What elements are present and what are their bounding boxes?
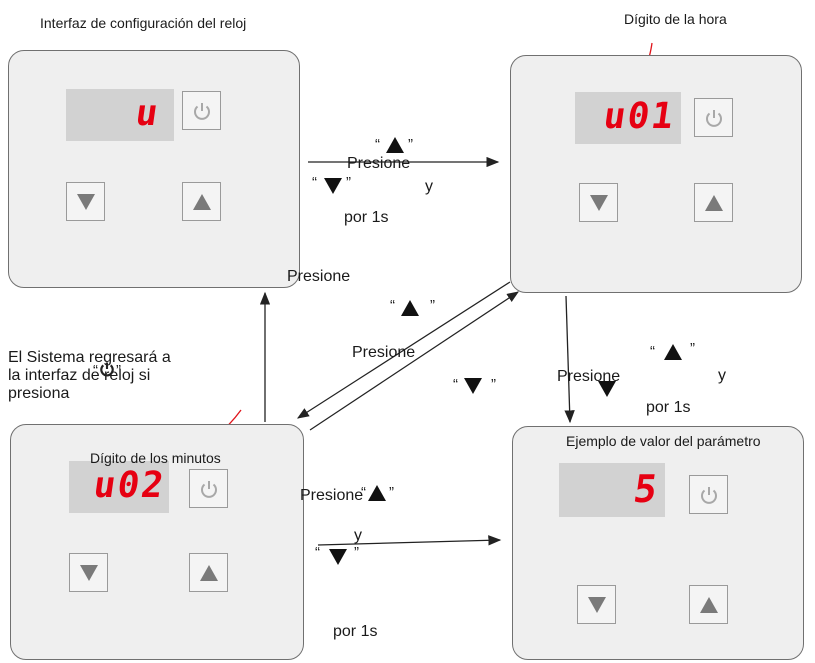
press-label: Presione <box>352 344 416 361</box>
power-icon <box>193 102 210 120</box>
param-example-label: Ejemplo de valor del parámetro <box>566 433 761 449</box>
press-label: Presione <box>347 155 411 172</box>
press-label: Presione <box>557 368 621 385</box>
clock-interface-title: Interfaz de configuración del reloj <box>40 15 247 31</box>
quote-close: ” <box>690 340 695 357</box>
return-note-line1: El Sistema regresará a <box>8 349 171 366</box>
down-triangle-icon <box>79 564 98 581</box>
up-triangle-icon <box>199 564 218 581</box>
power-button[interactable] <box>694 98 733 137</box>
up-button[interactable] <box>689 585 728 624</box>
quote-open: “ <box>312 174 317 191</box>
down-triangle-icon <box>589 194 608 211</box>
quote-open: “ <box>375 136 380 153</box>
down-triangle-icon <box>587 596 606 613</box>
press-label: Presione <box>300 487 364 504</box>
quote-close: ” <box>408 136 413 153</box>
for-1s-label: por 1s <box>344 209 389 226</box>
up-button[interactable] <box>694 183 733 222</box>
power-button[interactable] <box>689 475 728 514</box>
quote-open: “ <box>453 376 458 393</box>
quote-open: “ <box>93 362 98 379</box>
panel-hour-digit: u01 <box>510 55 802 293</box>
up-triangle-icon <box>368 485 386 501</box>
quote-open: “ <box>361 484 366 501</box>
quote-open: “ <box>650 343 655 360</box>
and-label: y <box>354 527 362 544</box>
display-value: u02 <box>91 465 168 506</box>
down-triangle-icon <box>598 381 616 397</box>
display-value: u01 <box>601 96 678 137</box>
down-triangle-icon <box>329 549 347 565</box>
return-note-line2: la interfaz de reloj si <box>8 367 151 384</box>
press-label: Presione <box>287 268 351 285</box>
display: u <box>66 89 174 141</box>
arrow-hour-to-param <box>564 295 575 424</box>
quote-open: “ <box>390 297 395 314</box>
panel-clock-interface: u <box>8 50 300 288</box>
up-triangle-icon <box>699 596 718 613</box>
quote-close: ” <box>491 376 496 393</box>
arrow-hour-to-minutes <box>296 281 511 419</box>
display-value: u <box>133 93 163 134</box>
arrow-minutes-to-hour <box>309 291 519 431</box>
panel-param-value: 5 <box>512 426 804 660</box>
quote-close: ” <box>116 362 121 379</box>
up-triangle-icon <box>664 344 682 360</box>
power-icon <box>705 109 722 127</box>
power-icon <box>700 486 717 504</box>
return-note-line3: presiona <box>8 385 70 402</box>
down-button[interactable] <box>579 183 618 222</box>
power-icon <box>100 362 114 377</box>
up-triangle-icon <box>192 193 211 210</box>
display-value: 5 <box>631 467 663 511</box>
up-triangle-icon <box>704 194 723 211</box>
hour-digit-label: Dígito de la hora <box>624 11 727 27</box>
up-button[interactable] <box>182 182 221 221</box>
for-1s-label: por 1s <box>646 399 691 416</box>
display: u02 <box>69 461 169 513</box>
power-button[interactable] <box>189 469 228 508</box>
display: u01 <box>575 92 681 144</box>
panel-minute-digit: u02 <box>10 424 304 660</box>
and-label: y <box>718 367 726 384</box>
power-icon <box>200 480 217 498</box>
display: 5 <box>559 463 665 517</box>
quote-close: ” <box>354 544 359 561</box>
quote-close: ” <box>430 297 435 314</box>
quote-open: “ <box>315 544 320 561</box>
minute-digit-label: Dígito de los minutos <box>90 450 221 466</box>
down-button[interactable] <box>66 182 105 221</box>
and-label: y <box>425 178 433 195</box>
up-button[interactable] <box>189 553 228 592</box>
down-triangle-icon <box>324 178 342 194</box>
quote-close: ” <box>389 484 394 501</box>
up-triangle-icon <box>401 300 419 316</box>
arrow-minutes-to-param <box>317 535 502 546</box>
down-triangle-icon <box>464 378 482 394</box>
up-triangle-icon <box>386 137 404 153</box>
down-button[interactable] <box>69 553 108 592</box>
quote-close: ” <box>346 174 351 191</box>
for-1s-label: por 1s <box>333 623 378 640</box>
power-button[interactable] <box>182 91 221 130</box>
down-button[interactable] <box>577 585 616 624</box>
down-triangle-icon <box>76 193 95 210</box>
